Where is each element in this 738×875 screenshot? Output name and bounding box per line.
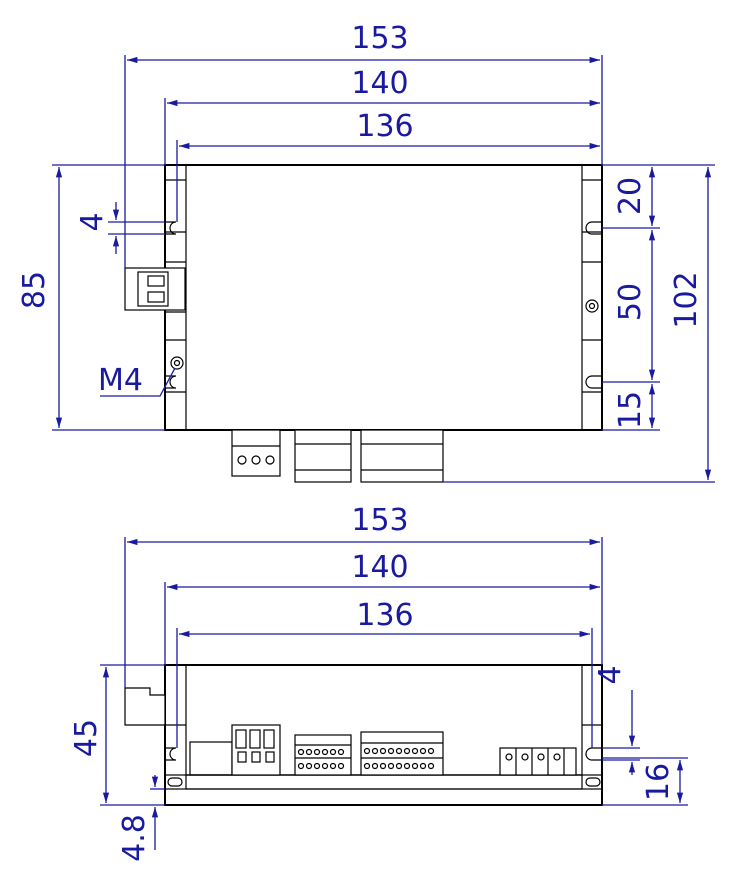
dim-top-50: 50 bbox=[613, 283, 648, 321]
dim-bottom-4: 4 bbox=[593, 665, 628, 684]
dim-top-140: 140 bbox=[351, 66, 408, 101]
bottom-plug-1 bbox=[231, 724, 281, 776]
m4-screw-icon bbox=[170, 356, 184, 370]
bottom-side-connector bbox=[124, 687, 166, 726]
dim-bottom-136: 136 bbox=[356, 598, 413, 633]
top-view bbox=[124, 164, 603, 483]
terminal-pins-2 bbox=[297, 748, 345, 770]
slot-left-bottom bbox=[165, 375, 177, 389]
slot-left-top bbox=[165, 221, 177, 235]
bottom-power-connector bbox=[499, 747, 577, 776]
bottom-vertical-dimensions: 45 4.8 4 16 bbox=[69, 664, 688, 862]
dim-bottom-4-8: 4.8 bbox=[117, 814, 152, 862]
bottom-view bbox=[124, 664, 603, 806]
top-plug-1 bbox=[231, 429, 281, 477]
top-body-outline bbox=[164, 164, 603, 431]
dim-bottom-153: 153 bbox=[351, 503, 408, 538]
top-plug-3 bbox=[360, 429, 444, 483]
bottom-terminal-block-2 bbox=[294, 734, 352, 776]
dim-top-102: 102 bbox=[669, 271, 704, 328]
ground-screw-icon bbox=[585, 299, 599, 313]
slot-right-bottom bbox=[585, 375, 602, 389]
top-horizontal-dimensions: 153 140 136 bbox=[124, 21, 603, 268]
dim-top-85: 85 bbox=[17, 271, 52, 309]
top-plug-2 bbox=[294, 429, 352, 483]
bottom-slot-right bbox=[585, 747, 602, 761]
dim-top-15: 15 bbox=[613, 391, 648, 429]
top-cover bbox=[185, 164, 583, 431]
terminal-pins-3 bbox=[363, 747, 435, 770]
dim-bottom-140: 140 bbox=[351, 550, 408, 585]
top-side-connector bbox=[124, 267, 186, 311]
dim-top-153: 153 bbox=[351, 21, 408, 56]
dim-top-4: 4 bbox=[75, 212, 110, 231]
dim-bottom-16: 16 bbox=[641, 763, 676, 801]
bottom-slot-left bbox=[165, 747, 177, 761]
dim-top-20: 20 bbox=[613, 177, 648, 215]
dim-bottom-45: 45 bbox=[69, 719, 104, 757]
top-right-dimensions: 20 50 15 102 bbox=[443, 164, 715, 483]
label-m4: M4 bbox=[98, 363, 143, 398]
dim-top-136: 136 bbox=[356, 109, 413, 144]
top-left-dimensions: 85 4 M4 bbox=[17, 164, 176, 431]
slot-right-top bbox=[585, 221, 602, 235]
bottom-horizontal-dimensions: 153 140 136 bbox=[124, 503, 603, 748]
